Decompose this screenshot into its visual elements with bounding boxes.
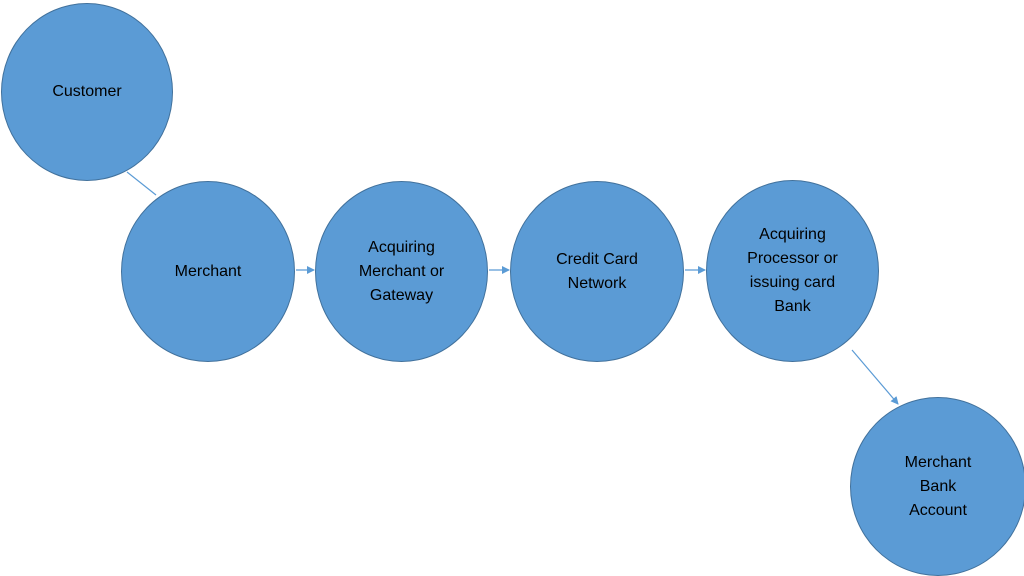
merchant-bank-account-label: Merchant Bank Account bbox=[904, 453, 972, 519]
acquiring-processor-node: Acquiring Processor or issuing card Bank bbox=[706, 180, 879, 362]
customer-node: Customer bbox=[1, 3, 173, 181]
credit-card-network-node: Credit Card Network bbox=[510, 181, 684, 362]
merchant-node: Merchant bbox=[121, 181, 295, 362]
customer-label: Customer bbox=[52, 83, 122, 100]
acquiring-processor-label: Acquiring Processor or issuing card Bank bbox=[747, 226, 838, 315]
edge-customer-to-merchant bbox=[126, 171, 157, 196]
credit-card-network-label: Credit Card Network bbox=[556, 250, 638, 292]
merchant-label: Merchant bbox=[174, 262, 242, 280]
acquiring-merchant-label: Acquiring Merchant or Gateway bbox=[358, 238, 445, 304]
acquiring-merchant-node: Acquiring Merchant or Gateway bbox=[315, 181, 488, 362]
edge-acquiring-processor-to-merchant-bank bbox=[851, 349, 899, 405]
merchant-bank-account-node: Merchant Bank Account bbox=[850, 397, 1024, 576]
